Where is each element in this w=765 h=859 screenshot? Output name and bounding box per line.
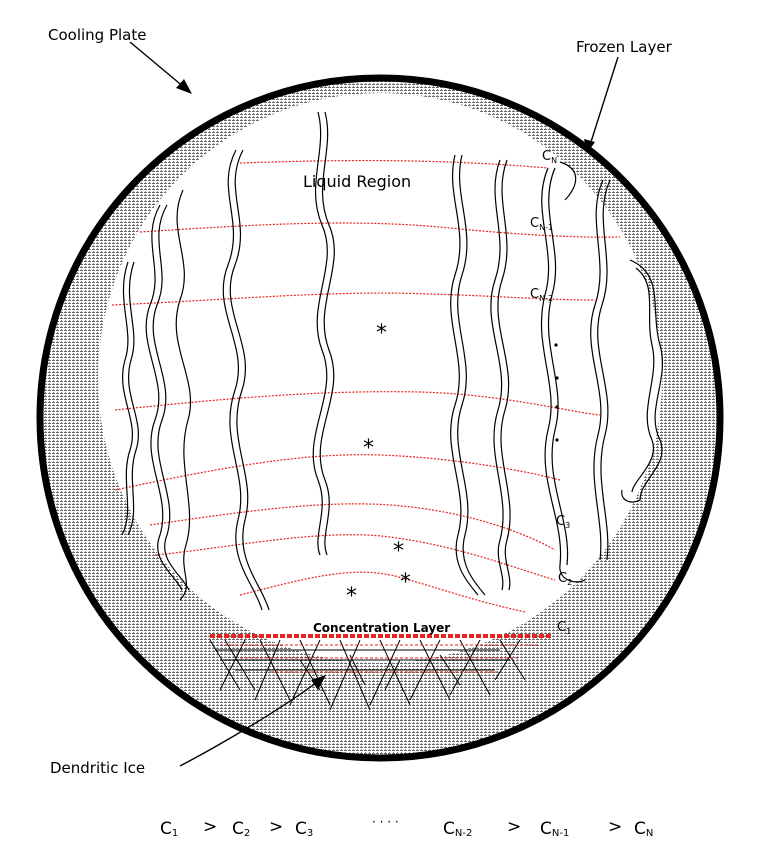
ice-columns [121,111,664,611]
ice-column-8 [540,161,586,583]
ice-column-1 [121,261,140,536]
rel-gt2: > [269,817,283,837]
ice-column-9 [590,179,611,561]
arrow-head-dendritic-ice [311,675,326,690]
rel-c2: C2 [232,819,250,839]
arrow-head-cooling-plate [176,79,192,94]
contour-lines [111,159,621,613]
contour-labels: CN CN-1 CN-2 C3 C2 C1 [530,149,572,636]
label-cn: CN [542,149,557,165]
liquid-area [98,93,662,663]
ice-column-5 [312,111,335,556]
concentration-layer-label: Concentration Layer [313,621,450,635]
ice-column-10 [621,259,664,503]
ice-column-3 [175,189,192,601]
cooling-plate-label: Cooling Plate [48,26,146,44]
ice-column-6 [450,154,486,596]
liquid-markers: * * * * * [346,321,411,609]
leader-arrows [129,41,619,767]
contour-a [114,391,601,416]
label-c1: C1 [557,620,571,636]
dendritic-ice-leader [179,679,321,767]
rel-dots: · · · · [372,815,399,829]
rel-gt3: > [507,817,521,837]
label-c2: C2 [558,571,572,587]
ice-column-4 [222,149,270,611]
ice-column-2 [145,204,190,591]
cooling-plate-outline [36,74,724,762]
rel-c1: C1 [160,819,178,839]
rel-cn1: CN-1 [540,819,569,839]
contour-c2 [154,534,556,581]
liquid-region-label: Liquid Region [303,172,411,191]
rel-cn2: CN-2 [443,819,472,839]
star-marker: * [346,584,357,609]
dendritic-red-lines [220,644,540,673]
arrow-head-frozen-layer [584,139,595,153]
frozen-layer-leader [589,56,619,146]
concentration-relation: C1 > C2 > C3 · · · · CN-2 > CN-1 > CN [160,815,653,839]
dendritic-ice-label: Dendritic Ice [50,759,145,777]
label-c3: C3 [556,514,570,530]
contour-b [114,454,561,491]
label-cn2: CN-2 [530,287,553,303]
contour-cn [239,159,549,169]
rel-gt1: > [203,817,217,837]
star-marker: * [376,321,387,346]
ice-column-7 [490,159,511,591]
arrow-heads [176,79,595,690]
contour-cn2 [111,292,596,306]
star-marker: * [363,436,374,461]
label-cn1: CN-1 [530,216,553,232]
contour-dots [554,343,559,442]
star-marker: * [400,570,411,595]
cooling-plate-leader [129,41,186,89]
rel-c3: C3 [295,819,313,839]
rel-cn: CN [634,819,653,839]
rel-gt4: > [608,817,622,837]
contour-c1 [239,571,526,613]
star-marker: * [393,539,404,564]
contour-cn1 [139,222,621,238]
frozen-layer-label: Frozen Layer [576,38,673,56]
